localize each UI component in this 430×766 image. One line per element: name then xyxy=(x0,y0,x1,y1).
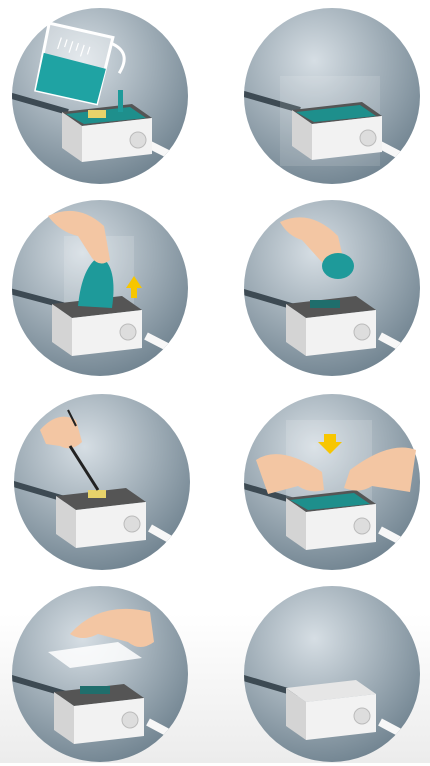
step-2-illustration xyxy=(240,4,424,188)
cable-gland xyxy=(130,132,146,148)
step-8-closed-box xyxy=(240,582,424,766)
step-8-illustration xyxy=(240,582,424,766)
step-2-resin-filled xyxy=(240,4,424,188)
circuit-board xyxy=(310,300,340,308)
gel-block xyxy=(322,253,354,279)
connector xyxy=(88,110,106,118)
step-1-pour-resin xyxy=(8,4,192,188)
step-3-illustration xyxy=(8,196,192,380)
resin-stream xyxy=(118,90,123,112)
step-3-lift-gel xyxy=(8,196,192,380)
step-5-rework xyxy=(10,390,194,574)
step-6-press-gel xyxy=(240,390,424,574)
step-4-gel-removed xyxy=(240,196,424,380)
step-7-place-lid xyxy=(8,582,192,766)
step-7-illustration xyxy=(8,582,192,766)
cable-gland xyxy=(354,708,370,724)
step-5-illustration xyxy=(10,390,194,574)
step-6-illustration xyxy=(240,390,424,574)
step-1-illustration xyxy=(8,4,192,188)
step-4-illustration xyxy=(240,196,424,380)
